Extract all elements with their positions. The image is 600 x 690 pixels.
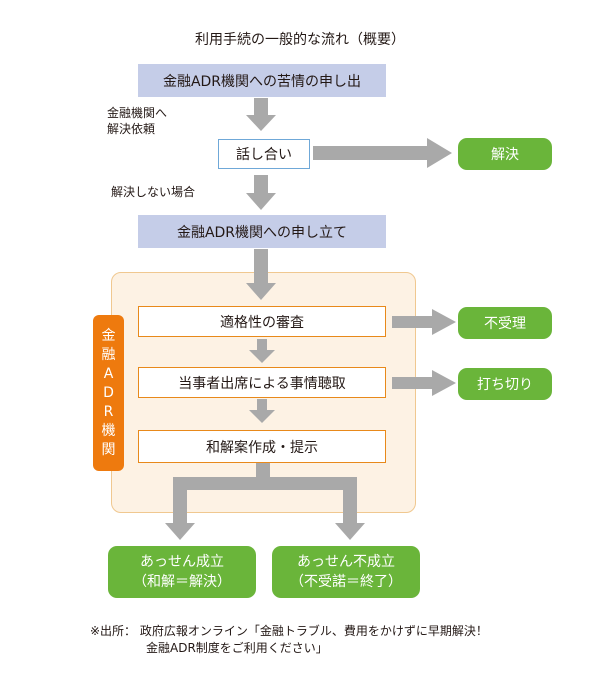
note-request: 金融機関へ 解決依頼 [107,105,167,137]
arrow-right-talk-resolved [313,138,452,168]
panel-label-char: R [103,403,114,420]
panel-label-char: 金 [101,327,116,344]
outcome-success-line1: あっせん成立 [140,554,224,570]
outcome-success-line2: （和解＝解決） [133,574,231,590]
panel-label-char: 関 [101,441,116,458]
step-proposal: 和解案作成・提示 [138,430,386,463]
arrow-down-hearing-proposal [249,399,275,423]
panel-label-char: D [103,384,114,401]
panel-label-adr: 金 融 A D R 機 関 [93,315,124,471]
step-petition: 金融ADR機関への申し立て [138,215,386,248]
source-line1: ※出所： 政府広報オンライン「金融トラブル、費用をかけずに早期解決！ [90,624,488,638]
arrow-down-petition-eligibility [246,249,276,300]
arrow-right-eligibility-rejected [392,309,456,335]
arrow-down-talk-petition [246,175,276,210]
outcome-resolved-label: 解決 [491,147,519,163]
outcome-terminated-label: 打ち切り [477,377,533,393]
panel-label-char: 機 [101,422,116,439]
source-line2: 金融ADR制度をご利用ください」 [146,641,328,655]
source-note: ※出所： 政府広報オンライン「金融トラブル、費用をかけずに早期解決！ 金融ADR… [90,623,590,657]
note-request-line1: 金融機関へ [107,106,168,120]
note-unresolved: 解決しない場合 [111,185,196,199]
step-complaint: 金融ADR機関への苦情の申し出 [138,64,386,97]
diagram-title: 利用手続の一般的な流れ（概要） [195,32,405,48]
step-talk: 話し合い [218,139,310,169]
outcome-terminated: 打ち切り [458,368,552,400]
outcome-failure-line1: あっせん不成立 [297,554,395,570]
panel-label-char: 融 [101,346,116,363]
step-hearing: 当事者出席による事情聴取 [138,367,386,398]
outcome-rejected-label: 不受理 [484,316,526,332]
arrow-down-eligibility-hearing [249,339,275,363]
step-complaint-label: 金融ADR機関への苦情の申し出 [162,73,362,90]
step-hearing-label: 当事者出席による事情聴取 [178,375,346,392]
step-talk-label: 話し合い [236,147,292,163]
step-proposal-label: 和解案作成・提示 [206,439,318,456]
arrow-branch-outcomes [165,463,365,540]
panel-label-char: A [103,365,114,382]
step-eligibility: 適格性の審査 [138,306,386,337]
step-eligibility-label: 適格性の審査 [220,314,304,331]
arrow-right-hearing-terminated [392,370,456,396]
outcome-failure-line2: （不受諾＝終了） [290,574,402,590]
outcome-mediation-success: あっせん成立 （和解＝解決） [108,546,256,598]
outcome-resolved: 解決 [458,138,552,170]
outcome-mediation-failure: あっせん不成立 （不受諾＝終了） [272,546,420,598]
note-request-line2: 解決依頼 [107,122,156,136]
outcome-rejected: 不受理 [458,307,552,339]
arrow-down-complaint-talk [246,98,276,131]
step-petition-label: 金融ADR機関への申し立て [176,224,348,241]
